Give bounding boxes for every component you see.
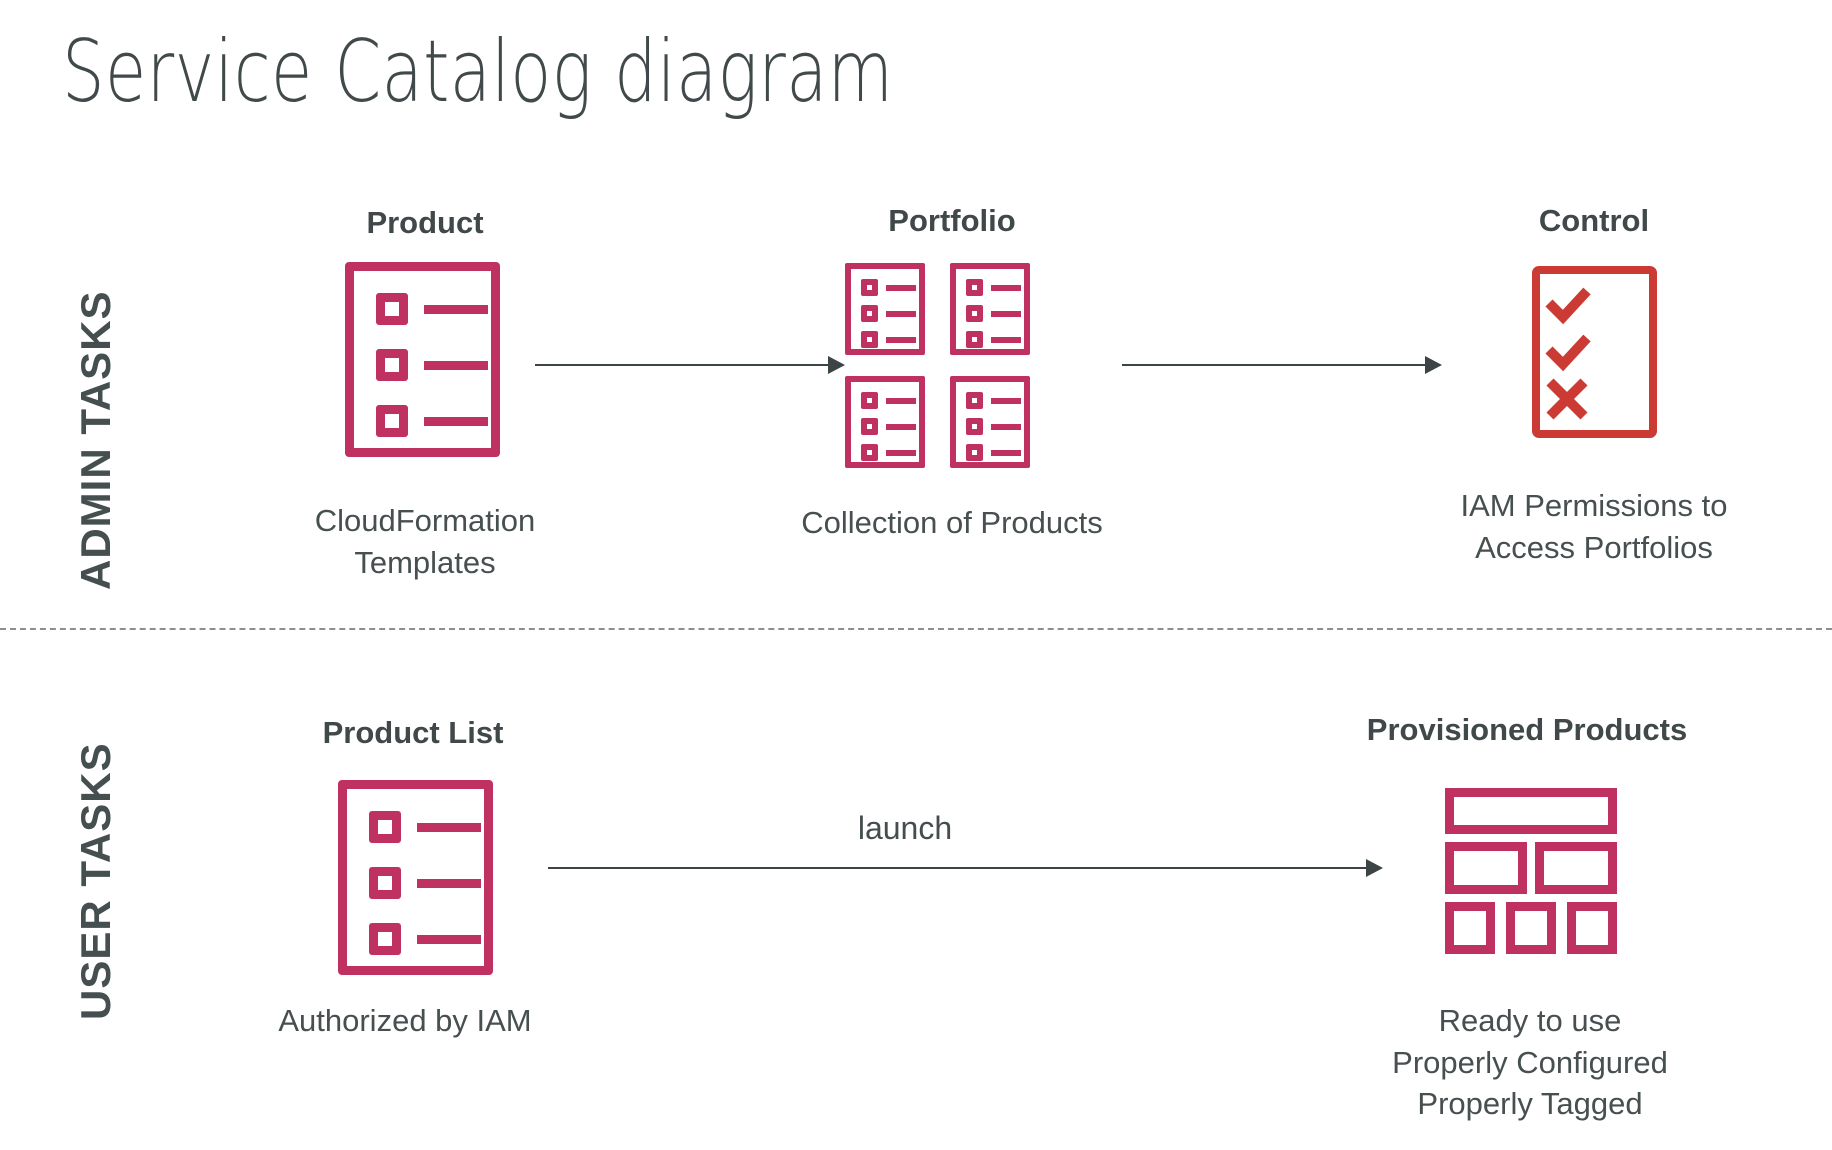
arrow-head: [1366, 859, 1383, 877]
portfolio-mini-product-icon: [950, 263, 1030, 355]
caption-line: Collection of Products: [801, 505, 1103, 540]
arrow-label-launch: launch: [857, 810, 953, 846]
provisioned-cell: [1445, 842, 1527, 894]
node-title-product: Product: [366, 205, 484, 240]
arrow-shaft: [548, 867, 1366, 869]
provisioned-cell: [1445, 902, 1495, 954]
control-marks: [1545, 287, 1591, 420]
provisioned-cell: [1445, 788, 1617, 834]
portfolio-mini-product-icon: [950, 376, 1030, 468]
caption-line: Properly Configured: [1392, 1044, 1668, 1080]
band-label-admin-tasks: ADMIN TASKS: [72, 290, 119, 590]
caption-line: Templates: [354, 544, 496, 580]
caption-line: Ready to use: [1438, 1003, 1622, 1038]
caption-line: IAM Permissions to: [1460, 488, 1728, 523]
arrow-shaft: [535, 364, 828, 366]
control-checklist-icon: [1532, 266, 1657, 438]
node-caption-portfolio: Collection of Products: [801, 502, 1103, 544]
portfolio-mini-product-icon: [845, 376, 925, 468]
product-list-icon: [345, 262, 500, 457]
node-title-provisioned-products: Provisioned Products: [1366, 712, 1688, 747]
arrow-launch: [548, 858, 1383, 878]
caption-line: Properly Tagged: [1417, 1086, 1643, 1122]
arrow-shaft: [1122, 364, 1425, 366]
arrow-head: [828, 356, 845, 374]
portfolio-grid-icon: [845, 263, 1060, 468]
node-title-portfolio: Portfolio: [888, 203, 1016, 238]
arrow-head: [1425, 356, 1442, 374]
section-divider: [0, 628, 1832, 630]
product-list-icon: [338, 780, 493, 975]
provisioned-cell: [1535, 842, 1617, 894]
node-caption-control: IAM Permissions to Access Portfolios: [1460, 485, 1727, 568]
node-title-control: Control: [1538, 203, 1650, 238]
node-title-product-list: Product List: [322, 715, 504, 750]
node-caption-product-list: Authorized by IAM: [278, 1000, 531, 1042]
caption-line: CloudFormation: [314, 503, 536, 538]
band-label-user-tasks: USER TASKS: [72, 742, 119, 1020]
provisioned-cell: [1506, 902, 1556, 954]
node-caption-product: CloudFormation Templates: [315, 500, 536, 583]
arrow-portfolio-to-control: [1122, 355, 1442, 375]
caption-line: Authorized by IAM: [278, 1003, 532, 1038]
caption-line: Access Portfolios: [1475, 529, 1713, 565]
arrow-product-to-portfolio: [535, 355, 845, 375]
portfolio-mini-product-icon: [845, 263, 925, 355]
provisioned-products-icon: [1445, 788, 1617, 954]
node-caption-provisioned-products: Ready to use Properly Configured Properl…: [1392, 1000, 1668, 1125]
provisioned-cell: [1567, 902, 1617, 954]
page-title: Service Catalog diagram: [62, 22, 894, 122]
